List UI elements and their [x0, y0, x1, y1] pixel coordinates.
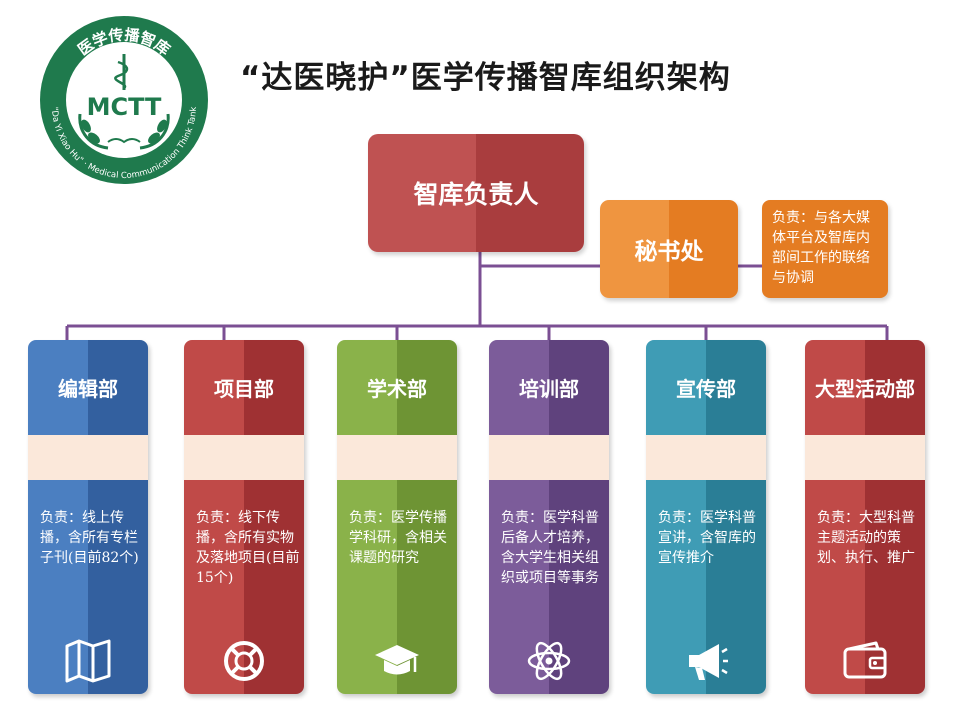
dept-publicity-name: 宣传部	[676, 377, 736, 401]
graduation-cap-icon	[375, 645, 419, 675]
dept-band	[805, 435, 925, 480]
mctt-logo: 医学传播智库 "Da Yi Xiao Hu" · Medical Communi…	[40, 16, 208, 184]
dept-training-name: 培训部	[519, 377, 579, 401]
logo-monogram: MCTT	[87, 93, 162, 121]
dept-training-header: 培训部	[489, 340, 609, 435]
dept-band	[489, 435, 609, 480]
dept-project-name: 项目部	[214, 377, 274, 401]
dept-publicity-desc: 负责：医学科普宣讲，含智库的宣传推介	[658, 510, 756, 566]
dept-editorial: 编辑部 负责：线上传播，含所有专栏子刊(目前82个)	[28, 340, 148, 694]
dept-academic-name: 学术部	[367, 377, 427, 401]
dept-body	[184, 480, 304, 694]
dept-editorial-header: 编辑部	[28, 340, 148, 435]
dept-academic: 学术部 负责：医学传播学科研，含相关课题的研究	[337, 340, 457, 694]
dept-band	[28, 435, 148, 480]
dept-body	[805, 480, 925, 694]
megaphone-icon	[689, 644, 728, 680]
wallet-icon	[843, 641, 887, 679]
dept-project-desc: 负责：线下传播，含所有实物及落地项目(目前15个)	[196, 510, 300, 586]
secretariat-note: 负责：与各大媒体平台及智库内部间工作的联络与协调	[762, 200, 888, 298]
dept-events: 大型活动部 负责：大型科普主题活动的策划、执行、推广	[805, 340, 925, 694]
dept-training: 培训部 负责：医学科普后备人才培养，含大学生相关组织或项目等事务	[489, 340, 609, 694]
dept-training-desc: 负责：医学科普后备人才培养，含大学生相关组织或项目等事务	[501, 510, 599, 586]
dept-band	[184, 435, 304, 480]
secretariat-box: 秘书处	[600, 200, 738, 298]
dept-editorial-name: 编辑部	[58, 377, 118, 401]
dept-publicity: 宣传部 负责：医学科普宣讲，含智库的宣传推介	[646, 340, 766, 694]
dept-project-header: 项目部	[184, 340, 304, 435]
dept-project: 项目部 负责：线下传播，含所有实物及落地项目(目前15个)	[184, 340, 304, 694]
dept-events-desc: 负责：大型科普主题活动的策划、执行、推广	[817, 510, 915, 566]
dept-editorial-desc: 负责：线上传播，含所有专栏子刊(目前82个)	[40, 510, 139, 566]
head-box: 智库负责人	[368, 134, 584, 252]
dept-band	[337, 435, 457, 480]
dept-publicity-header: 宣传部	[646, 340, 766, 435]
atom-icon	[527, 641, 571, 681]
dept-academic-desc: 负责：医学传播学科研，含相关课题的研究	[349, 510, 447, 566]
page-title: “达医晓护”医学传播智库组织架构	[240, 60, 731, 96]
dept-body	[28, 480, 148, 694]
dept-academic-header: 学术部	[337, 340, 457, 435]
dept-events-header: 大型活动部	[805, 340, 925, 435]
map-icon	[65, 639, 111, 683]
lifebuoy-icon	[224, 641, 264, 681]
dept-events-name: 大型活动部	[815, 377, 915, 401]
dept-band	[646, 435, 766, 480]
